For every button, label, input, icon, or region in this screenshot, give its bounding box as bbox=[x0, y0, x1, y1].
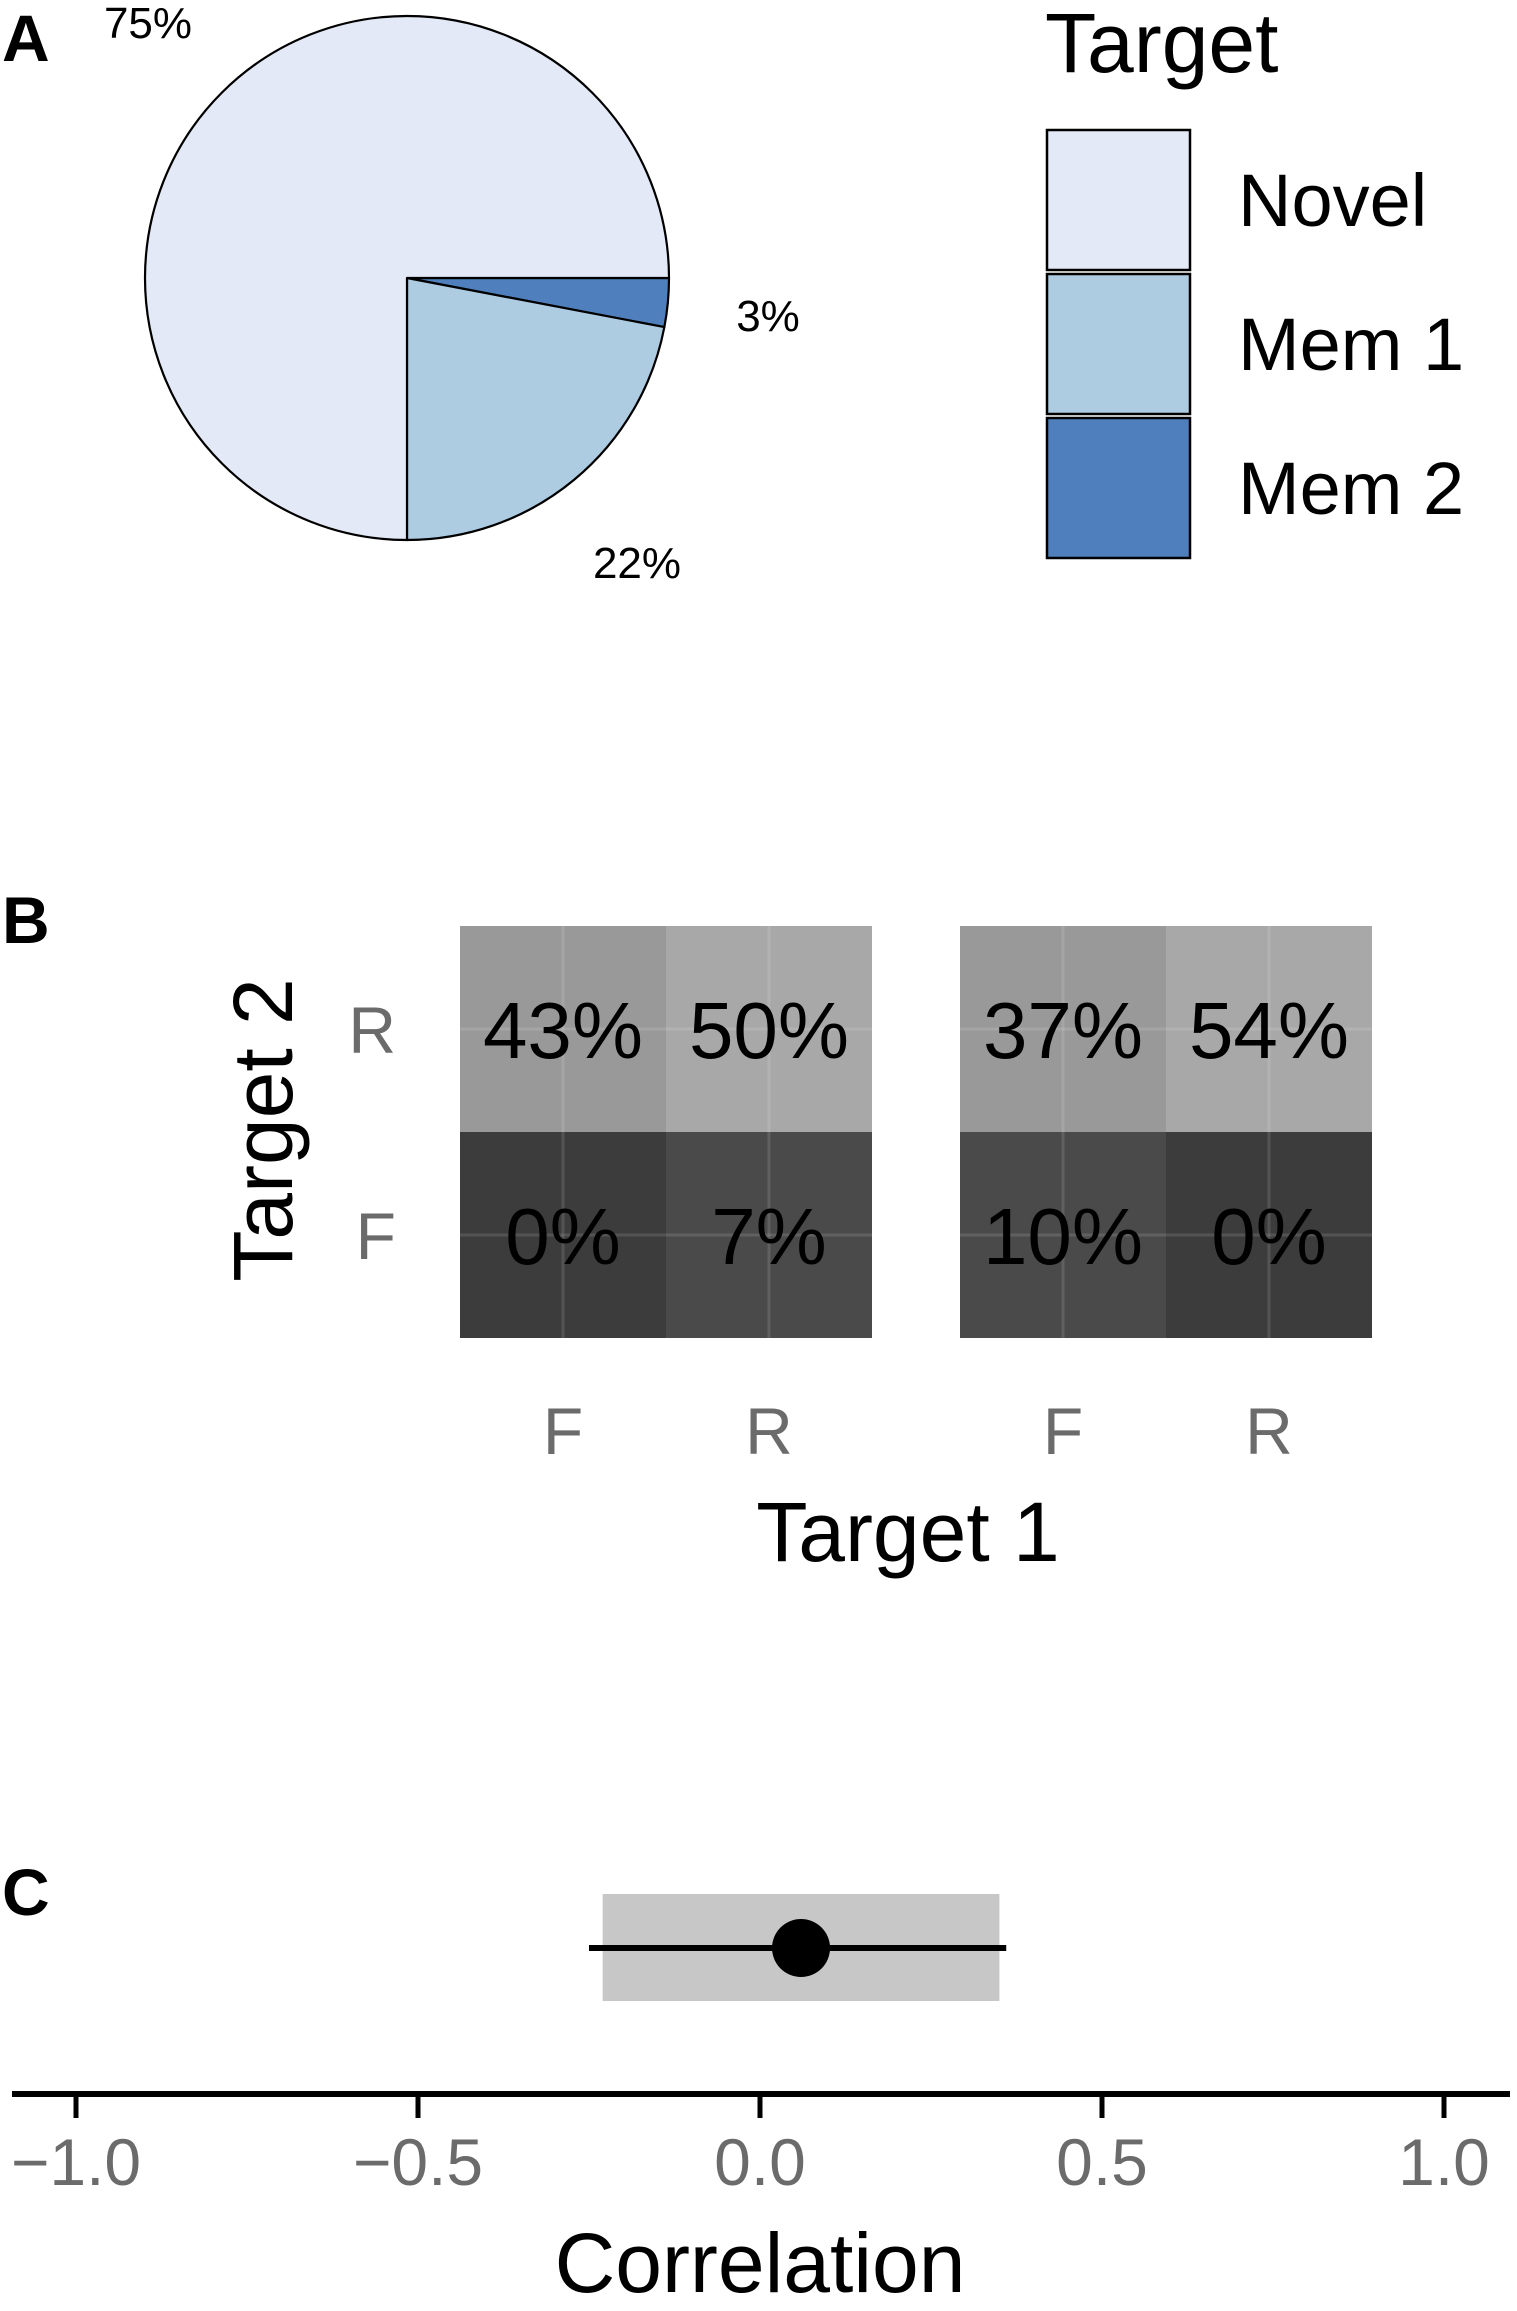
correlation-axis-title: Correlation bbox=[555, 2216, 966, 2310]
heatmap-x-axis-title: Target 1 bbox=[756, 1485, 1060, 1579]
heatmap-chart: 43% 50% 0% 7% F R 37% 54% 10% 0% F R R F bbox=[348, 918, 1388, 1468]
heatmap-cell-label-2-f-r: 37% bbox=[983, 986, 1143, 1075]
heatmap-x-tick-1-f: F bbox=[543, 1394, 583, 1468]
correlation-tick-label-3: 0.5 bbox=[1056, 2125, 1148, 2199]
correlation-chart: −1.0 −0.5 0.0 0.5 1.0 bbox=[11, 1894, 1510, 2199]
legend-key-novel bbox=[1045, 128, 1192, 272]
correlation-tick-label-4: 1.0 bbox=[1398, 2125, 1490, 2199]
heatmap-tile-2-r-f bbox=[1166, 1132, 1372, 1338]
correlation-tick-label-2: 0.0 bbox=[714, 2125, 806, 2199]
heatmap-tile-2-f-r bbox=[960, 926, 1166, 1132]
panel-letter-b: B bbox=[2, 883, 50, 957]
legend-label-mem-2: Mem 2 bbox=[1238, 447, 1464, 530]
heatmap-cell-label-2-f-f: 10% bbox=[983, 1192, 1143, 1281]
pie-label-mem-1: 22% bbox=[593, 539, 681, 588]
heatmap-cell-label-2-r-r: 54% bbox=[1189, 986, 1349, 1075]
correlation-tick-label-1: −0.5 bbox=[353, 2125, 483, 2199]
heatmap-y-axis-title: Target 2 bbox=[216, 978, 310, 1282]
pie-label-mem-2: 3% bbox=[736, 292, 800, 341]
pie-slice-mem-1 bbox=[405, 276, 666, 542]
correlation-point bbox=[772, 1919, 831, 1977]
correlation-tick-label-0: −1.0 bbox=[11, 2125, 141, 2199]
legend-title: Target bbox=[1045, 0, 1278, 90]
heatmap-y-tick-f: F bbox=[356, 1199, 396, 1273]
pie-label-novel: 75% bbox=[104, 0, 192, 48]
heatmap-y-tick-r: R bbox=[348, 993, 396, 1067]
heatmap-x-tick-1-r: R bbox=[745, 1394, 793, 1468]
heatmap-cell-label-1-f-f: 0% bbox=[505, 1192, 621, 1281]
panel-letter-a: A bbox=[2, 1, 50, 75]
heatmap-cell-label-1-r-r: 50% bbox=[689, 986, 849, 1075]
legend-key-mem-1 bbox=[1045, 272, 1192, 416]
heatmap-tile-1-f-r bbox=[460, 926, 666, 1132]
heatmap-tile-1-r-r bbox=[666, 926, 872, 1132]
pie-chart: 75% 22% 3% bbox=[104, 0, 800, 588]
legend-label-mem-1: Mem 1 bbox=[1238, 303, 1464, 386]
legend-key-mem-2 bbox=[1045, 416, 1192, 560]
heatmap-tile-2-r-r bbox=[1166, 926, 1372, 1132]
heatmap-tile-1-r-f bbox=[666, 1132, 872, 1338]
heatmap-x-tick-2-r: R bbox=[1245, 1394, 1293, 1468]
heatmap-cell-label-1-f-r: 43% bbox=[483, 986, 643, 1075]
heatmap-x-tick-2-f: F bbox=[1043, 1394, 1083, 1468]
legend-label-novel: Novel bbox=[1238, 159, 1427, 242]
pie-slice-novel bbox=[143, 14, 671, 542]
heatmap-cell-label-1-r-f: 7% bbox=[711, 1192, 827, 1281]
panel-letter-c: C bbox=[2, 1855, 50, 1929]
heatmap-cell-label-2-r-f: 0% bbox=[1211, 1192, 1327, 1281]
heatmap-tile-1-f-f bbox=[460, 1132, 666, 1338]
heatmap-tile-2-f-f bbox=[960, 1132, 1166, 1338]
